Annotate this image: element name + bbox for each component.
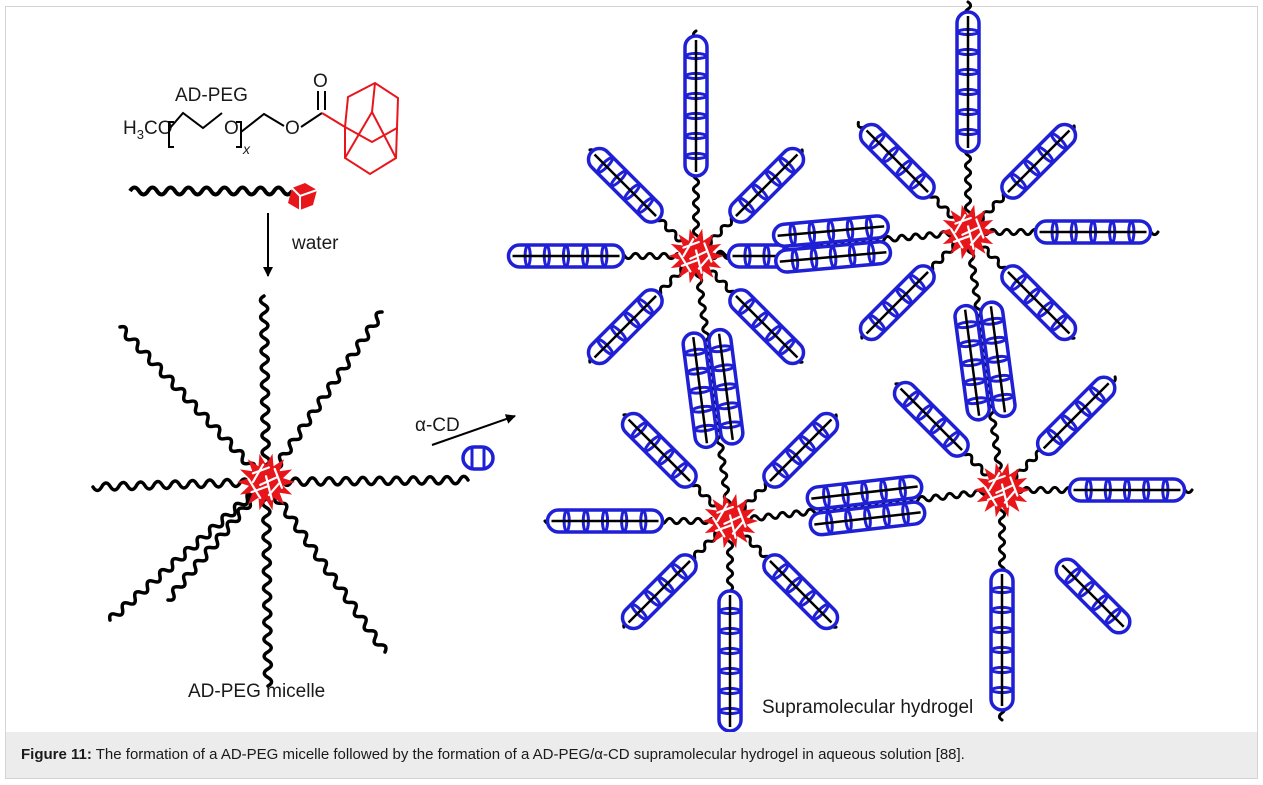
carbonyl-double-bond: [317, 91, 326, 110]
caption-text: The formation of a AD-PEG micelle follow…: [91, 746, 965, 763]
cyclodextrin-tube: [762, 411, 840, 489]
cyclodextrin-tube: [1067, 477, 1187, 503]
cyclodextrin-tube: [955, 10, 981, 154]
cyclodextrin-tube: [620, 553, 698, 631]
cyclodextrin-tube: [728, 288, 806, 366]
cyclodextrin-tube: [858, 122, 936, 200]
cyclodextrin-icon: [461, 445, 495, 471]
cyclodextrin-tube-pair: [707, 327, 745, 446]
bracket-right: [236, 121, 242, 148]
peg-chain-monomer: [128, 185, 294, 197]
micelle-peg-arm: [107, 479, 268, 622]
formula-h3co: H3CO: [123, 118, 172, 142]
hydrogel-label: Supramolecular hydrogel: [762, 697, 973, 718]
carbonyl-o: O: [313, 71, 328, 92]
cyclodextrin-tube: [989, 568, 1015, 712]
micelle-peg-arm: [264, 310, 384, 484]
adpeg-label: AD-PEG: [175, 85, 248, 106]
ester-bond: [300, 112, 323, 128]
formula-ether-o: O: [224, 118, 239, 139]
cyclodextrin-tube: [683, 34, 709, 178]
cyclodextrin-tube: [545, 508, 665, 534]
cyclodextrin-tube: [1000, 264, 1078, 342]
cyclodextrin-tube-free: [1054, 557, 1132, 635]
repeat-x: x: [242, 141, 251, 157]
ad-attach-bond: [321, 112, 346, 128]
hydrogel-adamantane-core: [974, 462, 1030, 518]
peg-backbone: [169, 111, 223, 130]
formula-ester-o: O: [285, 118, 300, 139]
adamantane-icon: [288, 183, 318, 210]
cyclodextrin-tube: [506, 243, 626, 269]
caption-figure-label: Figure 11:: [21, 746, 92, 763]
cyclodextrin-tube: [858, 264, 936, 342]
alpha-cd-label: α-CD: [415, 415, 460, 436]
figure-caption: Figure 11: The formation of a AD-PEG mic…: [6, 732, 1257, 778]
cyclodextrin-tube-pair: [979, 300, 1017, 419]
cyclodextrin-tube: [728, 146, 806, 224]
hydrogel-adamantane-core: [940, 204, 996, 260]
micelle-peg-arm: [91, 476, 268, 493]
cyclodextrin-tube: [620, 411, 698, 489]
cyclodextrin-tube: [717, 589, 743, 732]
water-label: water: [291, 233, 339, 254]
micelle-peg-arm: [258, 294, 272, 484]
alpha-cd-arrow: [431, 414, 516, 446]
adpeg-structure: AD-PEG H3CO O x O O: [123, 71, 400, 210]
adamantane-cage: [343, 81, 400, 176]
micelle-peg-arm: [264, 474, 470, 488]
hydrogel-adamantane-core: [668, 228, 724, 284]
cyclodextrin-tube-pair: [771, 214, 890, 248]
hydrogel-adamantane-core: [702, 493, 758, 549]
cyclodextrin-tube-pair: [681, 331, 719, 450]
cyclodextrin-tube-pair: [953, 303, 991, 422]
adpeg-micelle: [91, 294, 470, 688]
cyclodextrin-tube: [1035, 375, 1117, 457]
cyclodextrin-tube: [1000, 122, 1078, 200]
methylene-link: [240, 112, 285, 133]
cyclodextrin-tube: [586, 288, 664, 366]
micelle-adamantane-core: [237, 453, 295, 511]
supramolecular-hydrogel-network: [506, 0, 1194, 732]
diagram-canvas: AD-PEG H3CO O x O O water AD-PEG micelle…: [91, 0, 1194, 732]
micelle-label: AD-PEG micelle: [188, 681, 325, 702]
cyclodextrin-tube-pair: [808, 500, 927, 537]
micelle-peg-arm: [118, 324, 269, 484]
hydrogel-bridge-chain: [692, 254, 734, 523]
cyclodextrin-tube-pair: [805, 474, 924, 511]
bracket-left: [168, 121, 174, 148]
cyclodextrin-tube: [586, 146, 664, 224]
cyclodextrin-tube: [1033, 219, 1153, 245]
cyclodextrin-tube: [762, 553, 840, 631]
micelle-peg-arm: [263, 480, 388, 654]
cyclodextrin-tube: [892, 380, 970, 458]
micelle-peg-arm: [260, 480, 274, 688]
